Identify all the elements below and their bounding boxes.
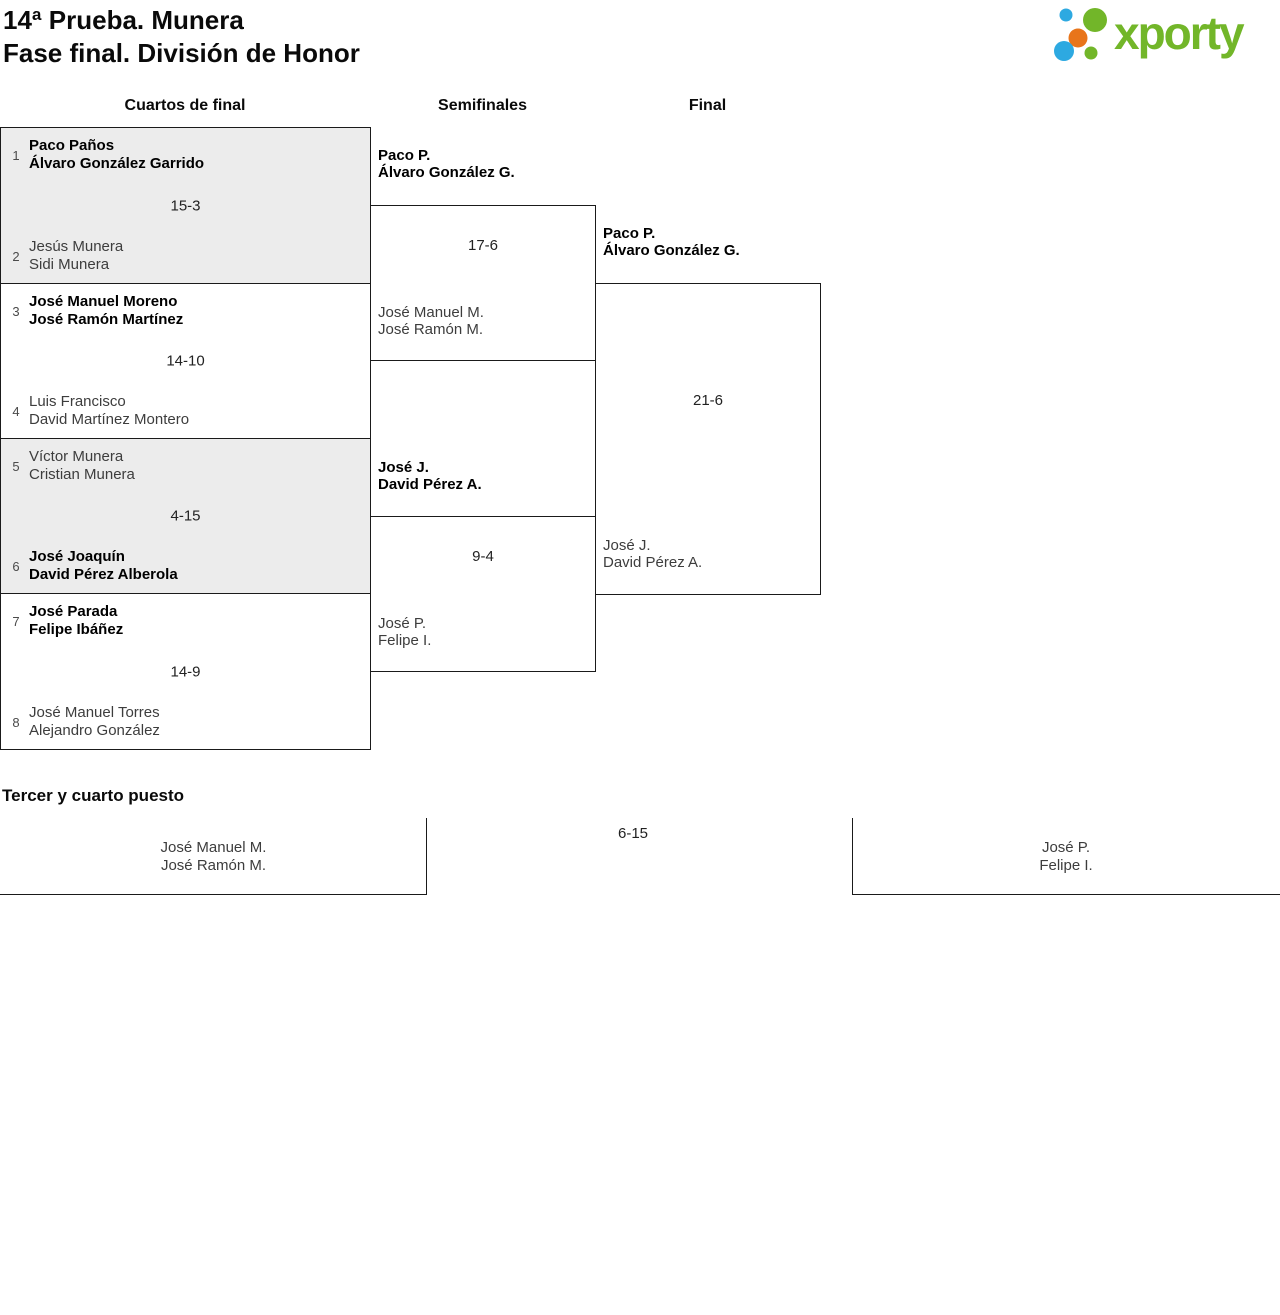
- page-title-line2: Fase final. División de Honor: [3, 38, 360, 68]
- player-name: Luis Francisco: [29, 393, 126, 410]
- match-slot-bottom: 8 José Manuel Torres Alejandro González: [9, 704, 160, 740]
- team-name: José Joaquín David Pérez Alberola: [29, 548, 178, 584]
- seed-number: 6: [12, 558, 20, 574]
- quarterfinal-match-2: 3 José Manuel Moreno José Ramón Martínez…: [0, 283, 371, 439]
- xporty-wordmark: xporty: [1114, 7, 1245, 59]
- third-place-left-bracket-line: [0, 818, 427, 895]
- match-slot-top: 3 José Manuel Moreno José Ramón Martínez: [9, 293, 183, 329]
- quarterfinal-match-4: 7 José Parada Felipe Ibáñez 14-9 8 José …: [0, 593, 371, 750]
- match-slot-bottom: 6 José Joaquín David Pérez Alberola: [9, 548, 178, 584]
- player-name: Alejandro González: [29, 722, 160, 739]
- quarterfinal-match-3: 5 Víctor Munera Cristian Munera 4-15 6 J…: [0, 438, 371, 594]
- round-header-semifinals: Semifinales: [438, 97, 527, 114]
- match-slot-top: 7 José Parada Felipe Ibáñez: [9, 603, 123, 639]
- semifinal2-bottom-team: José P. Felipe I.: [378, 615, 431, 649]
- match-score: 14-10: [166, 352, 205, 370]
- player-name: José J.: [378, 459, 429, 476]
- player-name: Felipe I.: [1039, 857, 1093, 874]
- final-bottom-team: José J. David Pérez A.: [603, 537, 702, 571]
- player-name: Víctor Munera: [29, 448, 124, 465]
- player-name: José Manuel M.: [378, 304, 484, 321]
- player-name: Álvaro González G.: [378, 164, 515, 181]
- match-slot-top: 1 Paco Paños Álvaro González Garrido: [9, 137, 204, 173]
- team-name: Víctor Munera Cristian Munera: [29, 448, 135, 484]
- seed-number: 4: [12, 403, 20, 419]
- final-match-box: 21-6: [595, 283, 821, 595]
- xporty-logo[interactable]: xporty: [1048, 2, 1278, 64]
- player-name: José Manuel Torres: [29, 704, 160, 721]
- semifinal1-top-team: Paco P. Álvaro González G.: [378, 147, 515, 181]
- team-name: José Manuel Torres Alejandro González: [29, 704, 160, 740]
- match-score: 4-15: [170, 507, 201, 525]
- team-name: José Manuel Moreno José Ramón Martínez: [29, 293, 183, 329]
- third-place-right-team: José P. Felipe I.: [852, 839, 1280, 875]
- player-name: José Ramón M.: [378, 321, 484, 338]
- semifinal2-top-team: José J. David Pérez A.: [378, 459, 482, 493]
- match-score: 15-3: [170, 197, 201, 214]
- player-name: David Martínez Montero: [29, 411, 190, 428]
- player-name: Álvaro González Garrido: [29, 155, 205, 172]
- round-header-quarterfinals: Cuartos de final: [124, 97, 246, 114]
- round-header-final: Final: [688, 97, 727, 114]
- final-top-team: Paco P. Álvaro González G.: [603, 225, 740, 259]
- team-name: Paco Paños Álvaro González Garrido: [29, 137, 204, 173]
- player-name: Paco Paños: [29, 137, 115, 154]
- player-name: David Pérez Alberola: [29, 566, 178, 583]
- team-name: Luis Francisco David Martínez Montero: [29, 393, 189, 429]
- third-place-score: 6-15: [617, 825, 649, 842]
- match-score: 17-6: [467, 237, 499, 254]
- seed-number: 1: [12, 147, 20, 163]
- third-place-right-bracket-line: [852, 818, 1280, 895]
- page-title-line1: 14ª Prueba. Munera: [3, 5, 244, 35]
- player-name: Sidi Munera: [29, 256, 110, 273]
- player-name: José Joaquín: [29, 548, 125, 565]
- seed-number: 3: [12, 303, 20, 319]
- match-score: 9-4: [472, 548, 494, 565]
- player-name: José P.: [1041, 839, 1091, 856]
- match-score: 14-9: [170, 663, 201, 680]
- player-name: David Pérez A.: [603, 554, 703, 571]
- player-name: Felipe Ibáñez: [29, 621, 124, 638]
- seed-number: 7: [12, 613, 20, 629]
- player-name: José Ramón M.: [160, 857, 267, 874]
- player-name: José Parada: [29, 603, 118, 620]
- player-name: Paco P.: [378, 147, 431, 164]
- player-name: Paco P.: [603, 225, 656, 242]
- player-name: David Pérez A.: [378, 476, 482, 493]
- team-name: José Parada Felipe Ibáñez: [29, 603, 123, 639]
- match-slot-bottom: 4 Luis Francisco David Martínez Montero: [9, 393, 189, 429]
- match-slot-top: 5 Víctor Munera Cristian Munera: [9, 448, 135, 484]
- player-name: José Manuel Moreno: [29, 293, 178, 310]
- player-name: Felipe I.: [378, 632, 432, 649]
- team-name: Jesús Munera Sidi Munera: [29, 238, 123, 274]
- page-title: 14ª Prueba. Munera Fase final. División …: [3, 4, 360, 70]
- semifinal1-bottom-team: José Manuel M. José Ramón M.: [378, 304, 484, 338]
- player-name: José P.: [378, 615, 427, 632]
- match-slot-bottom: 2 Jesús Munera Sidi Munera: [9, 238, 123, 274]
- player-name: José J.: [603, 537, 651, 554]
- seed-number: 5: [12, 458, 20, 474]
- seed-number: 2: [12, 248, 20, 264]
- match-score: 21-6: [692, 392, 724, 409]
- quarterfinal-match-1: 1 Paco Paños Álvaro González Garrido 15-…: [0, 127, 371, 284]
- third-place-heading: Tercer y cuarto puesto: [2, 786, 185, 805]
- seed-number: 8: [12, 714, 20, 730]
- player-name: Jesús Munera: [29, 238, 124, 255]
- xporty-dots-icon: [1054, 8, 1107, 61]
- player-name: José Ramón Martínez: [29, 311, 184, 328]
- player-name: Cristian Munera: [29, 466, 135, 483]
- third-place-left-team: José Manuel M. José Ramón M.: [0, 839, 427, 875]
- player-name: José Manuel M.: [160, 839, 267, 856]
- player-name: Álvaro González G.: [603, 242, 740, 259]
